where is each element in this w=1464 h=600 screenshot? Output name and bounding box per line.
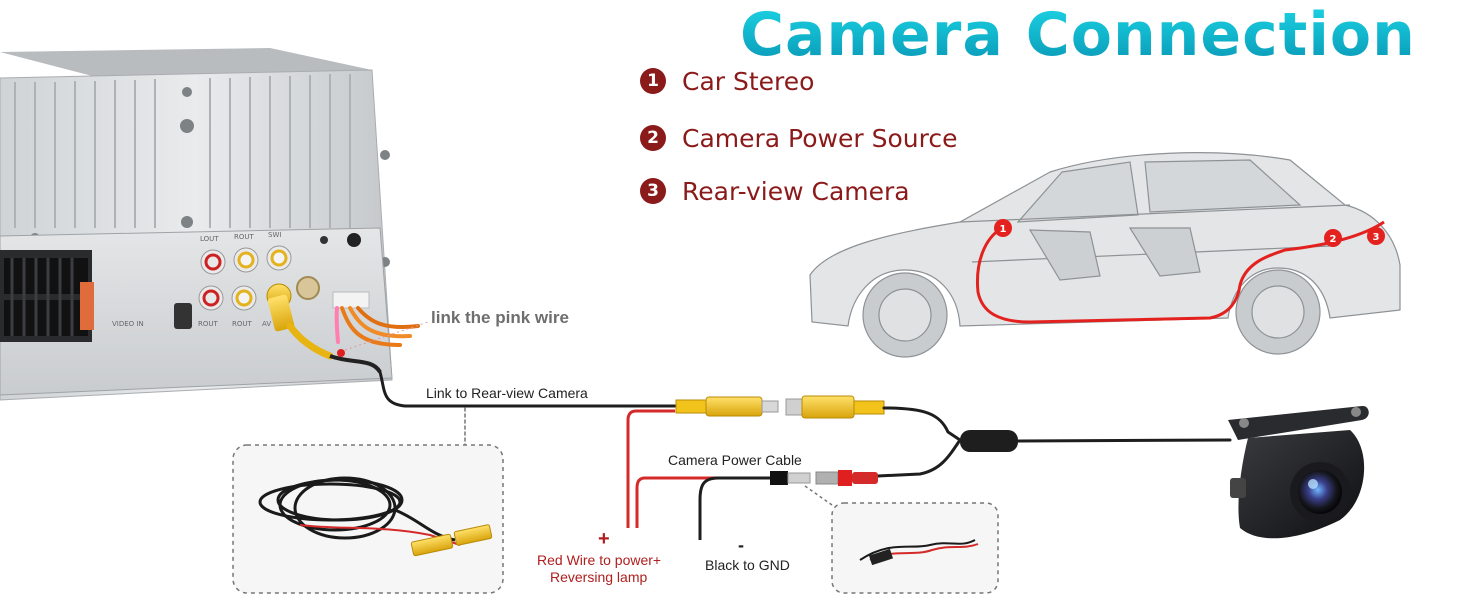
antenna-jack	[174, 303, 192, 329]
extension-cable-inset	[232, 444, 504, 594]
car-illustration	[809, 152, 1401, 358]
pink-wire-label: link the pink wire	[431, 308, 569, 327]
minus-sign: -	[738, 535, 744, 555]
rear-camera-link-label: Link to Rear-view Camera	[426, 385, 588, 401]
legend-label: Camera Power Source	[682, 123, 958, 153]
power-cable	[626, 409, 878, 540]
stereo-port-label: AV IN	[262, 320, 281, 328]
plus-sign: +	[598, 528, 610, 550]
stereo-port-label: VIDEO IN	[112, 320, 144, 328]
page-title: Camera Connection	[740, 0, 1460, 70]
stereo-connector-panel	[0, 227, 393, 396]
black-gnd-label: Black to GND	[705, 557, 790, 573]
car-marker-3: 3	[1373, 232, 1380, 243]
video-cable	[378, 370, 1232, 478]
car-stereo-illustration: LOUT ROUT SWI ROUT ROUT AV IN VIDEO IN	[0, 48, 429, 401]
red-wire-label-line2: Reversing lamp	[550, 569, 648, 585]
pink-wire-link-point	[337, 349, 345, 357]
car-markers: 1 2 3	[994, 219, 1385, 247]
legend-number: 3	[640, 178, 666, 204]
plugged-yellow-rca	[266, 283, 295, 332]
power-cable-label: Camera Power Cable	[668, 452, 802, 468]
legend-item-rear-camera: 3 Rear-view Camera	[640, 174, 910, 208]
rear-view-camera	[1228, 405, 1369, 539]
legend-item-car-stereo: 1 Car Stereo	[640, 64, 814, 98]
car-wiring-route	[975, 220, 1385, 324]
stereo-port-label: ROUT	[232, 320, 252, 328]
stereo-port-label: LOUT	[200, 235, 219, 243]
red-wire-label-line1: Red Wire to power+	[537, 552, 662, 568]
rca-jacks	[198, 233, 361, 311]
legend-number: 2	[640, 125, 666, 151]
wiring-connector	[332, 291, 370, 309]
car-marker-2: 2	[1330, 234, 1337, 245]
stereo-cooling-ribs	[14, 74, 351, 228]
legend-label: Car Stereo	[682, 66, 815, 96]
stereo-port-label: ROUT	[198, 320, 218, 328]
stereo-port-label: ROUT	[234, 233, 254, 241]
car-marker-1: 1	[1000, 224, 1007, 235]
fuse	[80, 282, 94, 330]
stereo-port-label: SWI	[268, 231, 281, 239]
legend-item-power-source: 2 Camera Power Source	[640, 121, 957, 155]
legend-number: 1	[640, 68, 666, 94]
stereo-port-labels: LOUT ROUT SWI ROUT ROUT AV IN VIDEO IN	[112, 231, 281, 328]
power-cable-inset	[831, 502, 999, 594]
stereo-harness-wires	[334, 306, 420, 347]
stereo-top-edge	[0, 48, 372, 78]
legend-label: Rear-view Camera	[682, 176, 910, 206]
cable-splitter	[960, 430, 1018, 452]
